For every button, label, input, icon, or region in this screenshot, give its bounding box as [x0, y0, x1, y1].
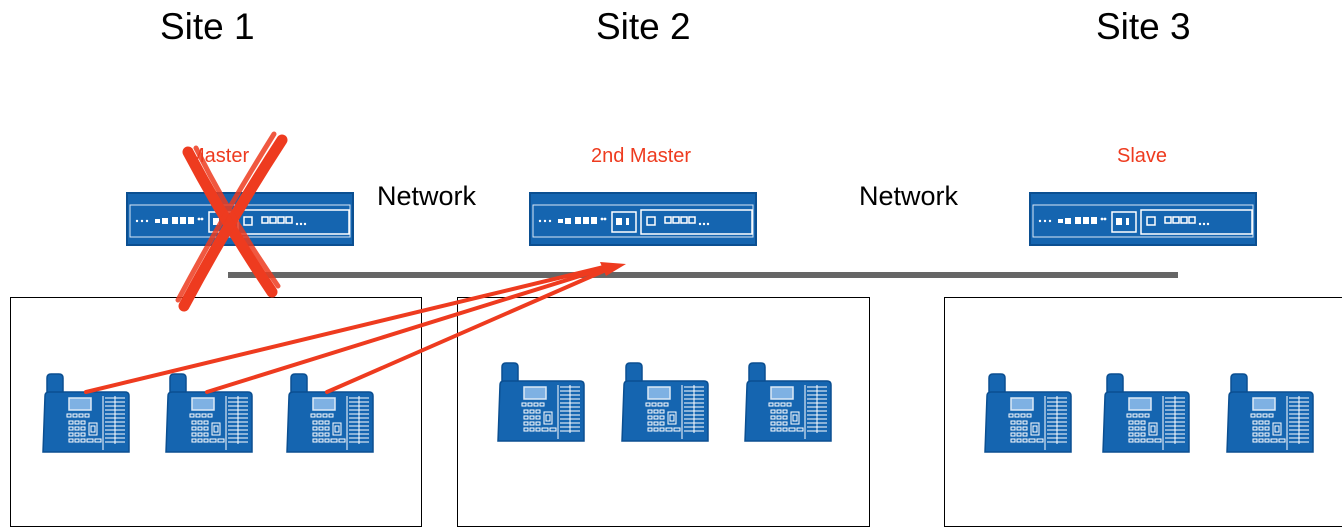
- failover-arrow-2: [205, 264, 614, 394]
- site-3-role-label: Slave: [1117, 145, 1168, 167]
- site-2-title: Site 2: [596, 6, 691, 47]
- phone-site-2-a-icon: [497, 362, 585, 442]
- failover-arrow-3: [325, 264, 617, 394]
- site-1-title: Site 1: [160, 6, 255, 47]
- failover-arrowhead: [600, 262, 626, 276]
- phone-site-2-b-icon: [621, 362, 709, 442]
- site-2-role-label: 2nd Master: [591, 145, 692, 167]
- diagram-canvas: [42, 131, 1314, 453]
- red-x-icon: [178, 134, 288, 312]
- pbx-unit-site-3-icon: [1029, 192, 1257, 246]
- phone-site-2-c-icon: [744, 362, 832, 442]
- failover-arrow-1: [84, 264, 610, 394]
- site-3-title: Site 3: [1096, 6, 1191, 47]
- phone-site-1-b-icon: [165, 373, 253, 453]
- phone-site-3-b-icon: [1102, 373, 1190, 453]
- pbx-unit-site-2-icon: [529, 192, 757, 246]
- phone-site-3-a-icon: [984, 373, 1072, 453]
- phone-site-1-c-icon: [286, 373, 374, 453]
- network-label-1: Network: [377, 181, 477, 211]
- network-label-2: Network: [859, 181, 959, 211]
- phone-site-3-c-icon: [1226, 373, 1314, 453]
